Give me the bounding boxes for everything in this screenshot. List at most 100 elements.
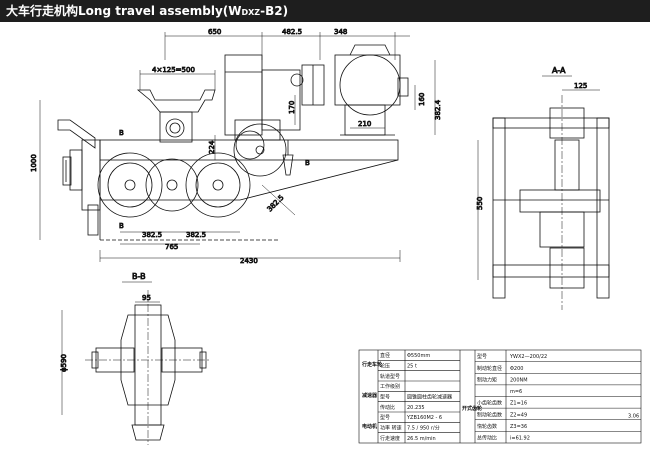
spec-right-value: Φ200 bbox=[510, 366, 523, 372]
dim-382-4-right: 382.4 bbox=[434, 99, 442, 120]
open-gear-hub bbox=[255, 145, 265, 155]
spec-ratio-extra: 3.06 bbox=[628, 413, 639, 419]
section-b-b-label: B-B bbox=[132, 272, 146, 281]
pinion-gear bbox=[235, 130, 265, 160]
aa-side-plate-left bbox=[492, 117, 506, 299]
spec-right-value: YWX2—200/22 bbox=[509, 354, 547, 360]
dim-4x125-500: 4×125=500 bbox=[152, 66, 195, 74]
bb-left-cap bbox=[91, 351, 99, 369]
spec-left-group: 减速器 bbox=[362, 392, 378, 399]
spec-left-name: 传动比 bbox=[380, 404, 395, 411]
wheel-3-inner bbox=[195, 162, 241, 208]
spec-right-value: Z3=36 bbox=[510, 424, 527, 430]
dim-170: 170 bbox=[288, 101, 296, 114]
support-leg bbox=[282, 154, 294, 176]
motor-dims bbox=[39, 60, 436, 240]
wheel-2-hub bbox=[166, 179, 178, 191]
spec-left-value: 7.5 / 950 r/分 bbox=[407, 425, 440, 432]
diag-dim-line bbox=[261, 184, 296, 216]
spec-right-group: 开式齿轮 bbox=[462, 405, 482, 412]
spec-left-name: 轮压 bbox=[380, 363, 390, 370]
main-elevation-view: 650 482.5 348 4×125=500 bbox=[30, 28, 443, 266]
spec-right-name: 制动轮齿数 bbox=[477, 411, 502, 418]
spec-left-name: 行走速度 bbox=[380, 435, 400, 442]
spec-right-value: m=6 bbox=[510, 389, 522, 395]
top-dimension-chain bbox=[139, 32, 410, 90]
wheel-1-inner bbox=[107, 162, 153, 208]
motor-fan-cover bbox=[397, 77, 409, 97]
dim-160: 160 bbox=[418, 93, 426, 106]
dim-382-5-b: 382.5 bbox=[186, 231, 206, 239]
wheel-1-outer bbox=[97, 152, 163, 218]
buffer-housing bbox=[69, 149, 83, 191]
section-b-b-view: B-B 95 ϕ590 bbox=[60, 272, 210, 445]
dim-95: 95 bbox=[142, 294, 151, 302]
shaft-end bbox=[290, 73, 304, 87]
wheel-1-hub bbox=[124, 179, 136, 191]
aa-lower-bearing bbox=[549, 247, 585, 289]
aa-top-plate bbox=[492, 117, 610, 129]
spec-left-value: 25 t bbox=[407, 364, 417, 370]
spec-right-name: 制动轮直径 bbox=[477, 365, 502, 372]
section-a-a-label: A-A bbox=[552, 66, 566, 75]
aa-upper-gear bbox=[554, 139, 580, 191]
spec-left-name: 直径 bbox=[380, 352, 390, 359]
spec-left-name: 型号 bbox=[380, 414, 390, 421]
lower-post-left bbox=[87, 204, 99, 236]
section-mark-b-lower: B bbox=[119, 222, 124, 230]
sheet-title: 大车行走机构Long travel assembly(WDXZ-B2) bbox=[6, 3, 288, 21]
spec-left-group: 电动机 bbox=[362, 423, 377, 430]
bb-rail bbox=[131, 424, 165, 441]
bb-right-cap bbox=[199, 351, 207, 369]
hook-hole-inner bbox=[169, 122, 181, 134]
section-a-a-view: A-A 125 550 bbox=[476, 66, 610, 310]
title-bar: 大车行走机构Long travel assembly(WDXZ-B2) bbox=[0, 0, 650, 22]
hook-hole-outer bbox=[165, 118, 185, 138]
bb-right-hub bbox=[161, 347, 203, 373]
title-model-subscript: DXZ bbox=[241, 8, 261, 17]
hook-block bbox=[159, 111, 193, 143]
dim-2430: 2430 bbox=[240, 257, 258, 265]
title-chinese: 大车行走机构 bbox=[6, 4, 79, 18]
spec-right-name: 总传动比 bbox=[477, 435, 497, 442]
motor-body bbox=[339, 54, 401, 116]
spec-right-value: 200NM bbox=[510, 377, 528, 383]
lifting-bracket bbox=[136, 89, 216, 113]
spec-left-value: YZB160M2 - 6 bbox=[406, 415, 442, 421]
buffer-plate bbox=[62, 156, 72, 186]
bottom-dimension-chain bbox=[99, 231, 401, 262]
open-gear-large bbox=[233, 123, 287, 177]
spec-left-value: 20.235 bbox=[407, 405, 425, 411]
spec-left-name: 工作级别 bbox=[380, 383, 400, 390]
wheel-3-outer bbox=[185, 152, 251, 218]
dim-482-5-top: 482.5 bbox=[282, 28, 302, 36]
end-carriage-left bbox=[81, 139, 101, 211]
dim-550: 550 bbox=[476, 197, 484, 210]
dim-348: 348 bbox=[334, 28, 347, 36]
spec-left-name: 轨道型号 bbox=[380, 373, 400, 380]
spec-right-value: Z2=49 bbox=[510, 412, 527, 418]
aa-side-plate-right bbox=[596, 117, 610, 299]
spec-right-name: 型号 bbox=[477, 353, 487, 360]
section-mark-b-right: B bbox=[305, 159, 310, 167]
spec-left-name: 功率 转速 bbox=[380, 425, 402, 432]
dim-125: 125 bbox=[574, 82, 587, 90]
title-english: Long travel assembly(W bbox=[78, 4, 242, 18]
spec-right-value: Z1=16 bbox=[510, 401, 527, 407]
dim-1000: 1000 bbox=[30, 154, 38, 172]
coupling-housing bbox=[261, 69, 301, 131]
dim-210: 210 bbox=[358, 120, 371, 128]
spec-right-value: i=61.92 bbox=[510, 436, 530, 442]
coupling-base bbox=[234, 119, 281, 141]
bb-wheel-body bbox=[120, 314, 176, 406]
aa-wheel-axle-block bbox=[519, 189, 601, 213]
spec-right-name: 制动力矩 bbox=[477, 376, 497, 383]
wheel-3-hub bbox=[212, 179, 224, 191]
spec-left-value: Φ550mm bbox=[407, 353, 430, 359]
dim-382-5-a: 382.5 bbox=[142, 231, 162, 239]
spec-left-name: 型号 bbox=[380, 394, 390, 401]
dim-765: 765 bbox=[165, 243, 178, 251]
